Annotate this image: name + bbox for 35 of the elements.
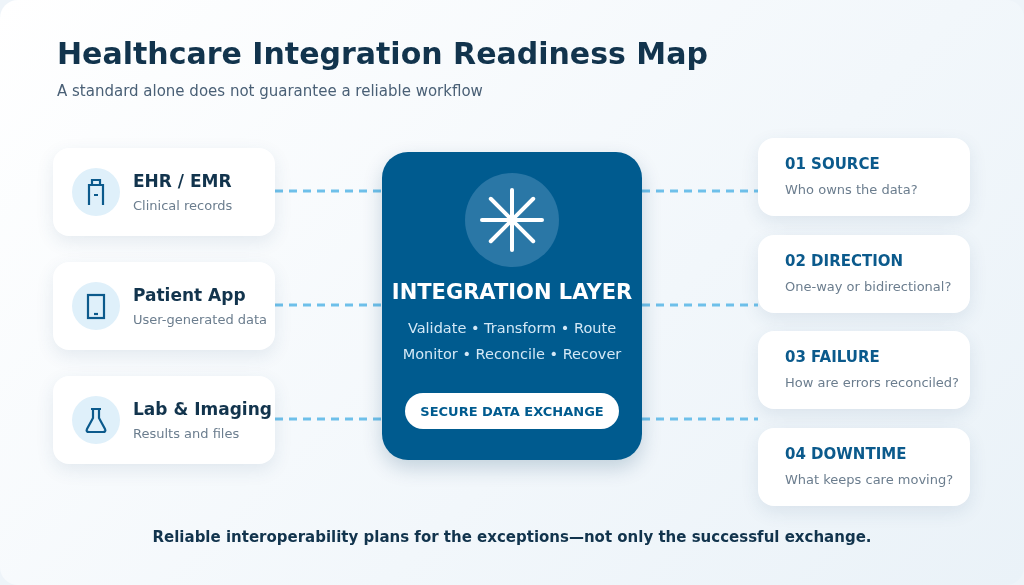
dashed-connector (275, 189, 382, 193)
dashed-connector (642, 303, 758, 307)
card-description: User-generated data (133, 312, 268, 327)
card-heading: 01 SOURCE (785, 155, 880, 173)
title: Healthcare Integration Readiness Map (57, 36, 708, 71)
source-card (53, 262, 275, 350)
card-heading: EHR / EMR (133, 171, 232, 191)
card-heading: 03 FAILURE (785, 348, 880, 366)
dashed-connector (275, 303, 382, 307)
function-list: Validate • Transform • Route (382, 320, 642, 336)
source-card (53, 148, 275, 236)
panel-heading: INTEGRATION LAYER (390, 280, 634, 304)
function-list: Monitor • Reconcile • Recover (382, 346, 642, 362)
integration-panel (382, 152, 642, 460)
dashed-connector (642, 189, 758, 193)
card-description: What keeps care moving? (785, 472, 954, 487)
pill-label: SECURE DATA EXCHANGE (405, 393, 619, 429)
subtitle: A standard alone does not guarantee a reliable workflow (57, 82, 483, 100)
question-card (758, 235, 970, 313)
card-heading: Patient App (133, 285, 246, 305)
card-description: One-way or bidirectional? (785, 279, 952, 294)
dashed-connector (275, 417, 382, 421)
card-description: How are errors reconciled? (785, 375, 959, 390)
source-card (53, 376, 275, 464)
card-description: Who owns the data? (785, 182, 918, 197)
card-heading: 02 DIRECTION (785, 252, 904, 270)
caption: Reliable interoperability plans for the exceptions—not only the successful exchange. (151, 528, 873, 546)
card-description: Clinical records (133, 198, 233, 213)
dashed-connector (642, 417, 758, 421)
card-description: Results and files (133, 426, 240, 441)
question-card (758, 428, 970, 506)
question-card (758, 331, 970, 409)
card-heading: Lab & Imaging (133, 399, 272, 419)
card-heading: 04 DOWNTIME (785, 445, 907, 463)
question-card (758, 138, 970, 216)
